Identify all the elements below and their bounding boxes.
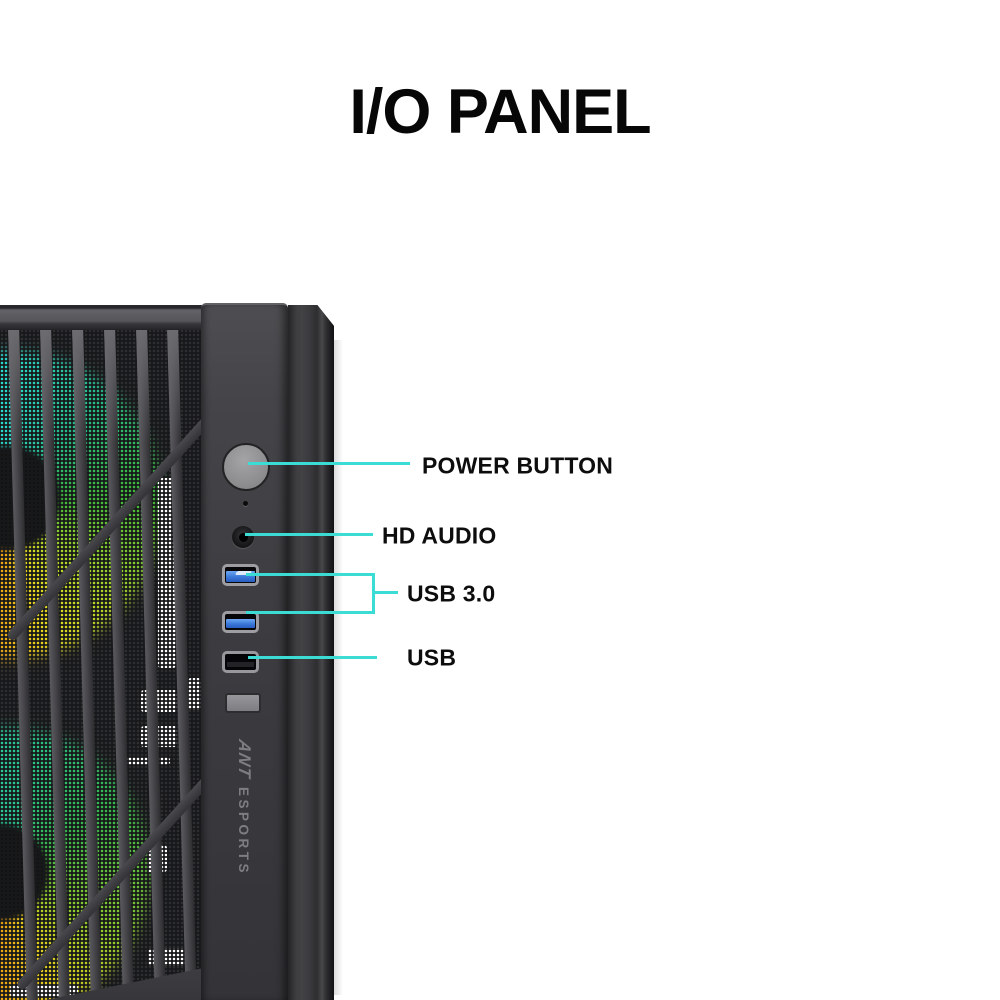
- grille-bar: [40, 325, 70, 1000]
- pc-case-front: ANT ESPORTS: [0, 303, 334, 1000]
- top-frame-lip: [0, 305, 206, 330]
- callout-label-usb3: USB 3.0: [407, 580, 496, 607]
- callout-label-power: POWER BUTTON: [422, 452, 614, 479]
- case-edge-shadow: [334, 340, 343, 995]
- grille-diagonal-bar: [15, 764, 206, 992]
- callout-label-hd-audio: HD AUDIO: [382, 522, 497, 549]
- page-title: I/O PANEL: [349, 77, 651, 147]
- brand-logo: ANT ESPORTS: [235, 737, 254, 877]
- power-button: [222, 443, 270, 491]
- grille-bar: [104, 325, 134, 1000]
- usb3-tongue: [226, 571, 255, 582]
- brand-ant: ANT: [235, 737, 254, 781]
- mesh-grille: [0, 325, 206, 1000]
- usb-port: [222, 651, 259, 673]
- callout-line-usb3-bottom: [246, 611, 375, 614]
- callout-line-usb3-top: [246, 573, 375, 576]
- grille-bar: [167, 325, 197, 1000]
- usb2-tongue: [227, 662, 254, 667]
- callout-stub-usb3: [375, 591, 398, 594]
- brand-esports: ESPORTS: [236, 786, 252, 876]
- callout-line-hd-audio: [245, 533, 373, 536]
- grille-bars: [0, 325, 206, 1000]
- io-panel-strip: ANT ESPORTS: [201, 303, 288, 1000]
- callout-line-usb: [248, 656, 377, 659]
- case-right-edge: [288, 305, 334, 1000]
- power-led-hole: [243, 501, 248, 506]
- callout-bracket-usb3: [372, 573, 375, 614]
- reset-button: [225, 693, 261, 713]
- audio-jack-hole: [239, 533, 248, 542]
- grille-bar: [136, 325, 166, 1000]
- callout-line-power: [248, 462, 410, 465]
- callout-label-usb: USB: [407, 644, 457, 671]
- usb3-port-2: [222, 611, 259, 633]
- hd-audio-jack: [232, 526, 254, 548]
- usb3-tongue: [226, 619, 255, 628]
